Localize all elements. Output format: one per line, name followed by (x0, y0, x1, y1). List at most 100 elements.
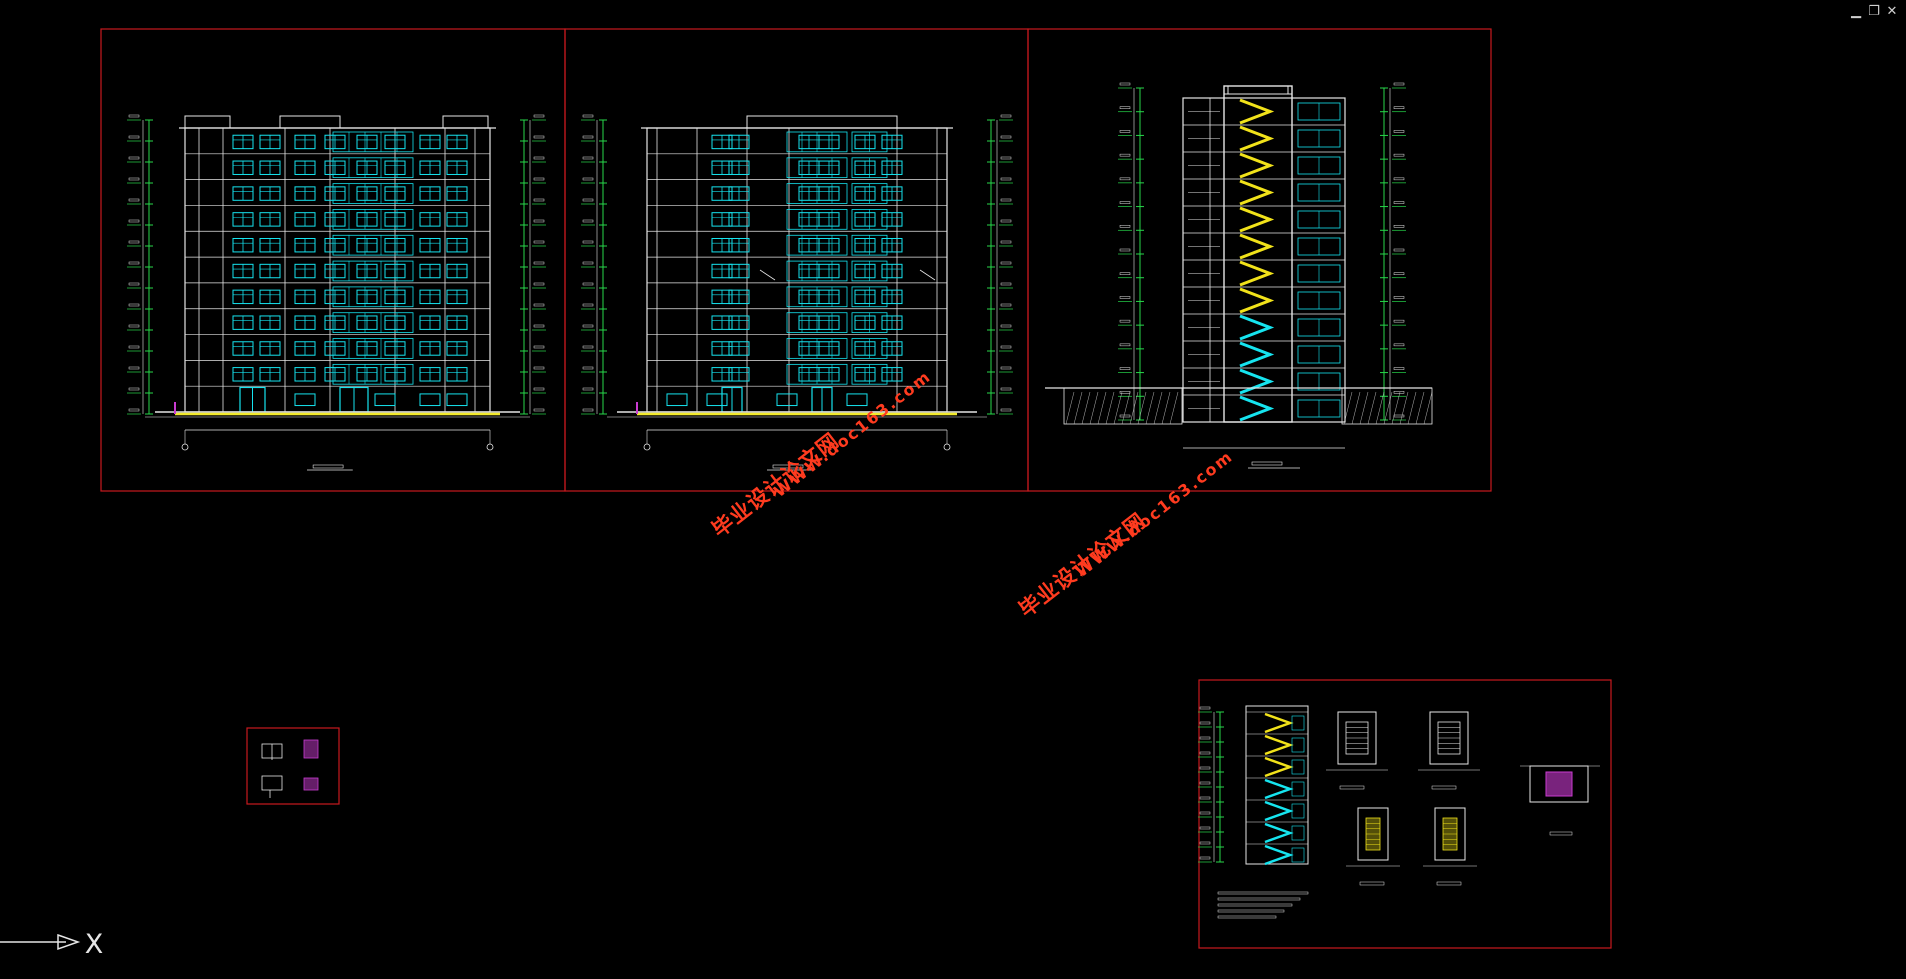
dim-text-mark (582, 366, 594, 370)
dim-text-mark (128, 156, 140, 160)
hatch (1081, 391, 1091, 425)
dim-text-mark (1199, 811, 1211, 815)
restore-button[interactable]: ❐ (1868, 4, 1880, 19)
dim-text-mark (1000, 408, 1012, 412)
frame-stair-details (1198, 679, 1612, 949)
axis-bubble (643, 443, 651, 451)
stair-flight (1239, 395, 1275, 422)
roof-parapet (442, 115, 489, 129)
stair-plan (1357, 807, 1389, 861)
dim-text-mark (533, 156, 545, 160)
dim-text-mark (533, 282, 545, 286)
dim-text-mark (1199, 796, 1211, 800)
dim-text-mark (1000, 261, 1012, 265)
sheet-frames (100, 28, 1612, 949)
ground-window (374, 393, 396, 407)
dim-text-mark (1393, 201, 1405, 204)
dim-text-mark (582, 324, 594, 328)
dim-text-mark (128, 177, 140, 181)
ground-window (846, 393, 868, 407)
hatch (1137, 391, 1147, 425)
stair-plan (1429, 711, 1469, 765)
dim-text-mark (1119, 130, 1131, 133)
dim-text-mark (1119, 414, 1131, 418)
dim-text-mark (533, 261, 545, 265)
dim-text-mark (533, 387, 545, 391)
dim-text-mark (128, 324, 140, 328)
elevation-outline (184, 127, 491, 413)
dim-text-mark (1000, 303, 1012, 307)
stair-flight (1239, 125, 1275, 152)
note-text-line (1217, 909, 1285, 913)
minimize-button[interactable]: ▁ (1851, 4, 1861, 19)
dim-text-mark (582, 240, 594, 244)
dim-text-mark (1000, 219, 1012, 223)
dim-text-mark (1119, 153, 1131, 157)
ground-window (666, 393, 688, 407)
dim-text-mark (582, 345, 594, 349)
close-button[interactable]: ✕ (1886, 4, 1898, 19)
dim-text-mark (533, 324, 545, 328)
dim-text-mark (1000, 366, 1012, 370)
foundation-right (1341, 387, 1433, 425)
dim-text-mark (128, 198, 140, 202)
stair-flight (1264, 844, 1294, 866)
hatch (1161, 391, 1171, 425)
ucs-icon: X (0, 929, 103, 960)
dim-text-mark (533, 177, 545, 181)
dim-text-mark (128, 240, 140, 244)
stair-flight (1239, 233, 1275, 260)
dim-text-mark (1393, 319, 1405, 323)
dim-text-mark (1393, 391, 1405, 394)
stair-flight (1264, 822, 1294, 844)
node-detail-magenta (303, 739, 319, 759)
dim-text-mark (533, 303, 545, 307)
hatch (1073, 391, 1083, 425)
dim-text-mark (1393, 106, 1405, 109)
stair-flight (1239, 341, 1275, 368)
dim-text-mark (582, 156, 594, 160)
frame-front-elevation (100, 28, 566, 492)
dim-text-mark (1119, 343, 1131, 347)
stair-flight (1239, 314, 1275, 341)
dim-text-mark (1119, 82, 1131, 86)
hatch (1121, 391, 1131, 425)
hatch (1145, 391, 1155, 425)
stair-flight (1264, 756, 1294, 778)
curtain-wall (332, 157, 414, 179)
hatch (1105, 391, 1115, 425)
curtain-wall (332, 209, 414, 230)
dim-text-mark (1119, 367, 1131, 370)
title-mark (772, 464, 804, 469)
ground-window (776, 393, 798, 407)
dim-text-mark (1199, 736, 1211, 740)
axis-bubble (943, 443, 951, 451)
hatch (1343, 391, 1353, 425)
dim-text-mark (1199, 751, 1211, 755)
dim-text-mark (1199, 781, 1211, 785)
dim-text-mark (128, 366, 140, 370)
stair-flight (1239, 206, 1275, 233)
dim-text-mark (1393, 153, 1405, 157)
dim-text-mark (582, 135, 594, 139)
dim-text-mark (1199, 841, 1211, 845)
curtain-wall (332, 234, 414, 256)
hatch (1375, 391, 1385, 425)
dim-text-mark (1119, 248, 1131, 252)
title-mark (312, 464, 344, 469)
hatch (1391, 391, 1401, 425)
curtain-wall (332, 312, 414, 333)
dim-text-mark (582, 387, 594, 391)
hatch (1153, 391, 1163, 425)
stair-flight (1264, 712, 1294, 734)
dim-text-mark (1393, 272, 1405, 275)
section-window (1291, 759, 1305, 775)
roof-parapet (184, 115, 231, 129)
dim-text-mark (582, 303, 594, 307)
dim-text-mark (1119, 391, 1131, 394)
frame-rear-elevation (564, 28, 1029, 492)
ucs-x-label: X (85, 929, 104, 960)
node-detail-magenta (303, 777, 319, 791)
dim-text-mark (1199, 706, 1211, 710)
